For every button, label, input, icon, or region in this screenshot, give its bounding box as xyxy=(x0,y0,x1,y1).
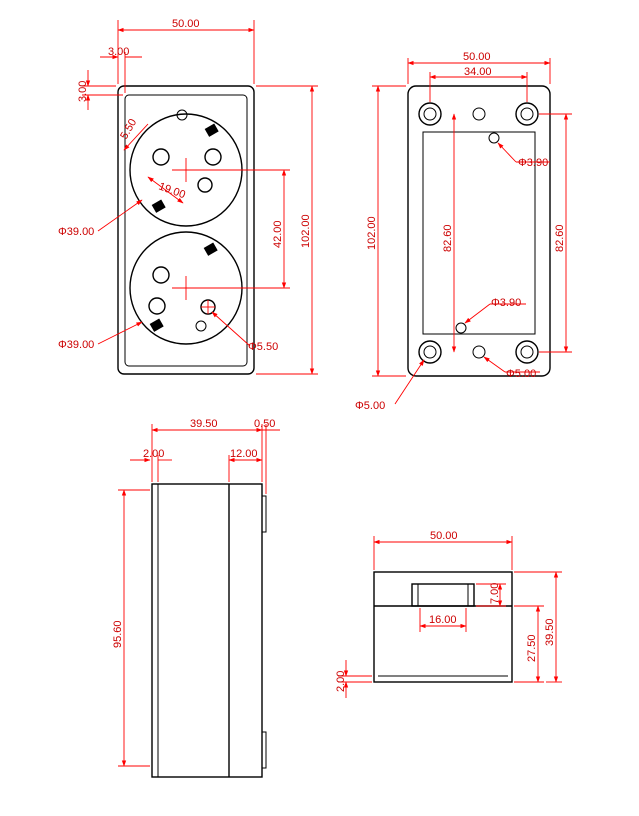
front-height-label: 102.00 xyxy=(300,214,312,248)
bottom-total-height-label: 39.50 xyxy=(544,618,556,646)
back-inner-right-label: 82.60 xyxy=(554,224,566,252)
side-depth-label: 39.50 xyxy=(190,418,218,430)
front-socket2-dia-label: Φ39.00 xyxy=(58,339,94,351)
front-small-label: 5.50 xyxy=(118,117,139,142)
bottom-base-label: 2.00 xyxy=(335,671,347,692)
socket-top xyxy=(129,109,243,227)
front-socket1-dia-label: Φ39.00 xyxy=(58,226,94,238)
back-view: 50.00 34.00 102.00 82.60 82.60 Φ3.90 Φ3.… xyxy=(355,51,572,412)
side-height-label: 95.60 xyxy=(112,620,124,648)
back-height-label: 102.00 xyxy=(366,216,378,250)
bottom-body-height-label: 27.50 xyxy=(526,634,538,662)
bottom-slot-width-label: 16.00 xyxy=(429,614,457,626)
side-view: 39.50 0.50 2.00 12.00 95.60 xyxy=(112,418,280,778)
side-lip-label: 0.50 xyxy=(254,418,275,430)
back-hole-spacing-label: 34.00 xyxy=(464,66,492,78)
side-back-part-label: 12.00 xyxy=(230,448,258,460)
back-hole-corner-label: Φ5.00 xyxy=(355,400,385,412)
bottom-width-label: 50.00 xyxy=(430,530,458,542)
front-center-distance-label: 42.00 xyxy=(272,220,284,248)
back-plate xyxy=(407,85,551,377)
bottom-slot-height-label: 7.00 xyxy=(489,583,501,604)
back-hole-mid-label: Φ5.00 xyxy=(506,368,536,380)
back-hole-top-label: Φ3.90 xyxy=(518,157,548,169)
front-frame-v-label: 3.00 xyxy=(77,81,89,102)
front-pin-dia-label: Φ5.50 xyxy=(248,341,278,353)
front-pin-spacing-label: 19.00 xyxy=(157,181,187,202)
back-width-label: 50.00 xyxy=(463,51,491,63)
back-inner-left-label: 82.60 xyxy=(442,224,454,252)
back-cutout xyxy=(422,131,536,335)
front-width-label: 50.00 xyxy=(172,18,200,30)
bottom-view: 50.00 7.00 16.00 27.50 39.50 2.00 xyxy=(335,530,562,698)
bottom-body xyxy=(373,571,513,683)
front-outer-housing xyxy=(117,85,255,375)
side-front-step-label: 2.00 xyxy=(143,448,164,460)
back-hole-bottom-label: Φ3.90 xyxy=(491,297,521,309)
bottom-slot xyxy=(411,583,475,607)
front-inner-frame xyxy=(124,94,248,367)
front-view: 50.00 3.00 3.00 5.50 19.00 42.00 102.00 … xyxy=(58,18,318,375)
side-body xyxy=(151,483,263,778)
front-frame-label: 3.00 xyxy=(108,46,129,58)
